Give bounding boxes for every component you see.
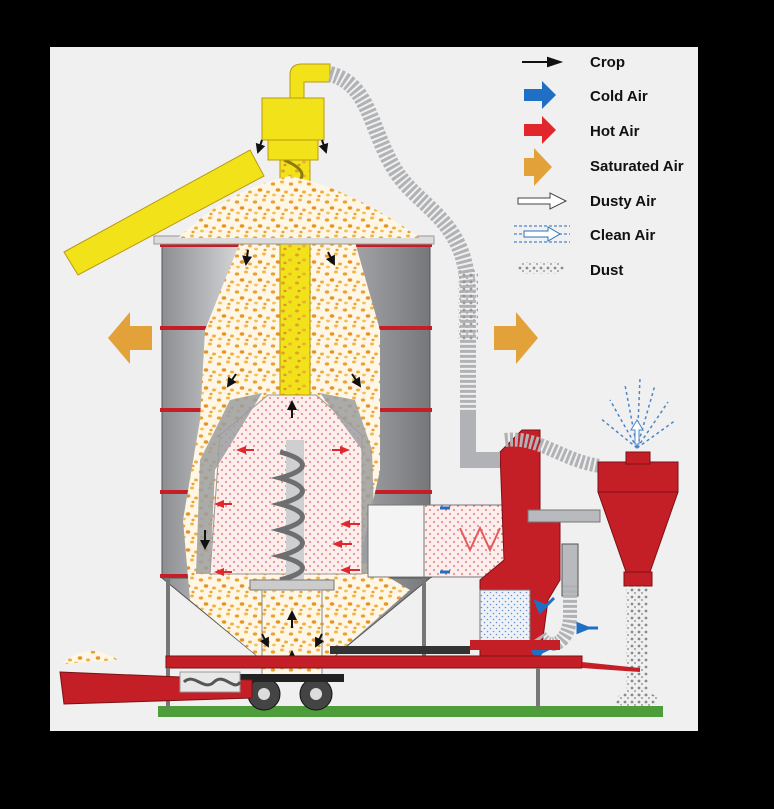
cyclone-separator: [597, 451, 679, 587]
outline-arrow-icon: [517, 192, 568, 210]
dust-stream: [626, 586, 648, 696]
ground: [158, 706, 663, 717]
red-arrow-icon: [524, 116, 556, 144]
dashed-arrow-icon: [514, 225, 570, 243]
legend: Crop Cold Air Hot Air Saturated Air Dust…: [514, 54, 684, 279]
legend-label-dust: Dust: [590, 262, 623, 279]
drying-auger: [270, 440, 305, 583]
dust-icon: [518, 262, 564, 274]
grain-pile-top: [178, 176, 420, 238]
black-arrow-icon: [522, 56, 564, 68]
trailer-chassis: [165, 640, 640, 711]
legend-item-saturated-air: Saturated Air: [524, 148, 684, 186]
legend-label-hot-air: Hot Air: [590, 123, 640, 140]
orange-arrow-icon: [524, 148, 552, 186]
loading-auger: [63, 63, 435, 276]
blue-arrow-icon: [524, 81, 556, 109]
burner-unit: [367, 429, 601, 661]
clean-air-spray: [599, 377, 677, 449]
crop-flow-arrows: [200, 139, 362, 668]
legend-label-dusty-air: Dusty Air: [590, 193, 656, 210]
legend-item-clean-air: Clean Air: [514, 225, 655, 244]
legend-label-crop: Crop: [590, 54, 625, 71]
legend-item-hot-air: Hot Air: [524, 116, 640, 144]
saturated-air-arrow-left: [108, 312, 152, 364]
dust-hose: [327, 66, 477, 420]
discharge-auger: [59, 650, 253, 705]
hot-air-arrows: [214, 446, 360, 576]
legend-label-saturated-air: Saturated Air: [590, 158, 684, 175]
saturated-air-arrow-right: [494, 312, 538, 364]
legend-item-dusty-air: Dusty Air: [517, 192, 656, 210]
legend-item-cold-air: Cold Air: [524, 81, 648, 109]
legend-label-cold-air: Cold Air: [590, 88, 648, 105]
legend-label-clean-air: Clean Air: [590, 227, 655, 244]
legend-item-crop: Crop: [522, 54, 625, 71]
legend-item-dust: Dust: [518, 262, 623, 279]
